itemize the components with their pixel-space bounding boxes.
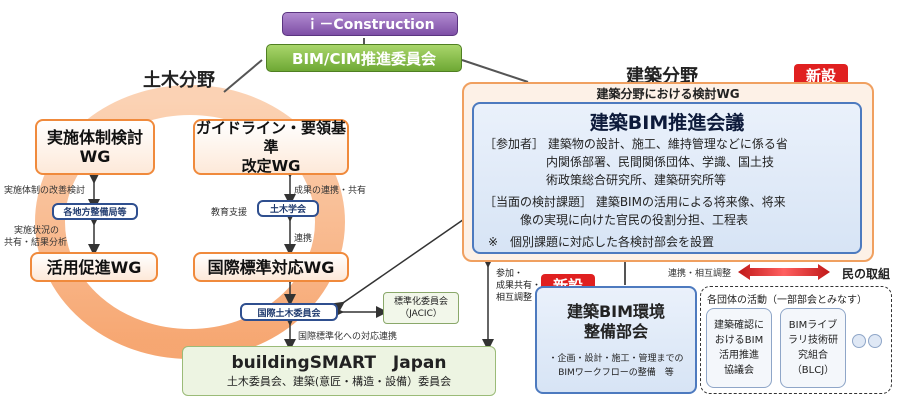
standardization-line2: （JACIC） <box>400 309 442 319</box>
env-council-title-line2: 整備部会 <box>583 322 648 341</box>
env-council-desc-line1: ・企画・設計・施工・管理までの <box>548 354 684 364</box>
participation-line3: 相互調整 <box>496 293 533 303</box>
wg-implementation-line2: WG <box>79 147 111 166</box>
council-note: ※ 個別課題に対応した各検討部会を設置 <box>488 235 715 249</box>
wg-guideline-box: ガイドライン・要領基準 改定WG <box>193 119 349 175</box>
private-heading: 民の取組 <box>842 267 891 281</box>
private-box2-line2: ラリ技術研 <box>788 335 838 346</box>
architecture-wg-title: 建築分野における検討WG <box>596 87 740 101</box>
bim-cim-committee-label: BIM/CIM推進委員会 <box>292 49 436 68</box>
private-box1-line4: 協議会 <box>724 365 754 376</box>
wg-guideline-line2: 改定WG <box>241 156 301 175</box>
note-improvement: 実施体制の改善検討 <box>4 186 86 196</box>
participation-line2: 成果共有・ <box>496 281 542 291</box>
wg-promotion-label: 活用促進WG <box>46 257 142 277</box>
standardization-committee-box: 標準化委員会 （JACIC） <box>383 292 459 324</box>
ellipsis-circle-2 <box>868 334 882 348</box>
participation-line1: 参加・ <box>496 269 524 279</box>
i-construction-label: ｉ－Construction <box>305 17 435 33</box>
wg-promotion-box: 活用促進WG <box>30 252 158 282</box>
bim-council-box: 建築BIM推進会議 ［参加者］ 建築物の設計、施工、維持管理などに係る省 内関係… <box>472 102 862 254</box>
architecture-heading: 建築分野 <box>626 66 698 87</box>
bim-council-title: 建築BIM推進会議 <box>589 112 745 134</box>
private-caption: 各団体の活動（一部部会とみなす） <box>707 295 867 306</box>
note-coop: 連携 <box>294 234 313 244</box>
new-badge-architecture: 新設 <box>794 64 848 86</box>
env-council-box: 建築BIM環境 整備部会 ・企画・設計・施工・管理までの BIMワークフローの整… <box>535 286 697 394</box>
note-education: 教育支援 <box>211 208 248 218</box>
participants-line2: 内関係部署、民間関係団体、学識、国土技 <box>546 155 775 169</box>
wg-international-box: 国際標準対応WG <box>193 252 349 282</box>
intl-civil-committee-pill: 国際土木委員会 <box>240 303 338 321</box>
coop-adjust-label: 連携・相互調整 <box>668 269 732 279</box>
private-box1-line2: おけるBIM <box>714 335 764 346</box>
buildingsmart-japan-box: buildingSMART Japan 土木委員会、建築(意匠・構造・設備）委員… <box>182 346 496 396</box>
private-box1-line1: 建築確認に <box>714 320 764 331</box>
regional-bureaus-label: 各地方整備局等 <box>63 208 127 218</box>
standardization-line1: 標準化委員会 <box>393 297 448 307</box>
private-box1-line3: 活用推進 <box>719 350 759 361</box>
civil-cycle-ring <box>35 85 345 359</box>
ellipsis-circle-1 <box>852 334 866 348</box>
wg-guideline-line1: ガイドライン・要領基準 <box>195 118 346 156</box>
private-box-blcj: BIMライブ ラリ技術研 究組合 （BLCJ） <box>780 308 846 388</box>
note-status-line1: 実施状況の <box>14 226 60 236</box>
private-box2-line4: （BLCJ） <box>791 365 835 376</box>
participants-line3: 術政策総合研究所、建築研究所等 <box>546 173 727 187</box>
jsce-pill: 土木学会 <box>257 200 319 217</box>
intl-civil-committee-label: 国際土木委員会 <box>257 308 321 319</box>
issues-line1: ［当面の検討課題］ 建築BIMの活用による将来像、将来 <box>484 195 786 209</box>
issues-line2: 像の実現に向けた官民の役割分担、工程表 <box>520 213 749 227</box>
private-box-bim-review: 建築確認に おけるBIM 活用推進 協議会 <box>706 308 772 388</box>
participants-line1: ［参加者］ 建築物の設計、施工、維持管理などに係る省 <box>484 137 788 151</box>
note-results: 成果の連携・共有 <box>294 186 367 196</box>
regional-bureaus-pill: 各地方整備局等 <box>52 203 138 220</box>
i-construction-box: ｉ－Construction <box>282 12 458 36</box>
wg-implementation-box: 実施体制検討 WG <box>35 119 155 175</box>
civil-heading: 土木分野 <box>143 70 215 91</box>
new-badge-architecture-label: 新設 <box>805 66 836 85</box>
note-status-line2: 共有・結果分析 <box>4 238 68 248</box>
jsce-label: 土木学会 <box>269 205 306 215</box>
coop-double-arrow <box>738 264 830 280</box>
note-intl: 国際標準化への対応連携 <box>298 332 398 342</box>
participation-label: 参加・ 成果共有・ 相互調整 <box>496 268 541 304</box>
private-box2-line3: 究組合 <box>798 350 828 361</box>
env-council-title-line1: 建築BIM環境 <box>566 302 666 321</box>
bsj-title: buildingSMART Japan <box>231 353 447 373</box>
env-council-desc-line2: BIMワークフローの整備 等 <box>558 368 674 378</box>
wg-international-label: 国際標準対応WG <box>207 257 335 277</box>
bsj-subtitle: 土木委員会、建築(意匠・構造・設備）委員会 <box>226 375 452 388</box>
wg-implementation-line1: 実施体制検討 <box>46 128 143 147</box>
bim-cim-committee-box: BIM/CIM推進委員会 <box>266 44 462 72</box>
private-box2-line1: BIMライブ <box>788 320 838 331</box>
